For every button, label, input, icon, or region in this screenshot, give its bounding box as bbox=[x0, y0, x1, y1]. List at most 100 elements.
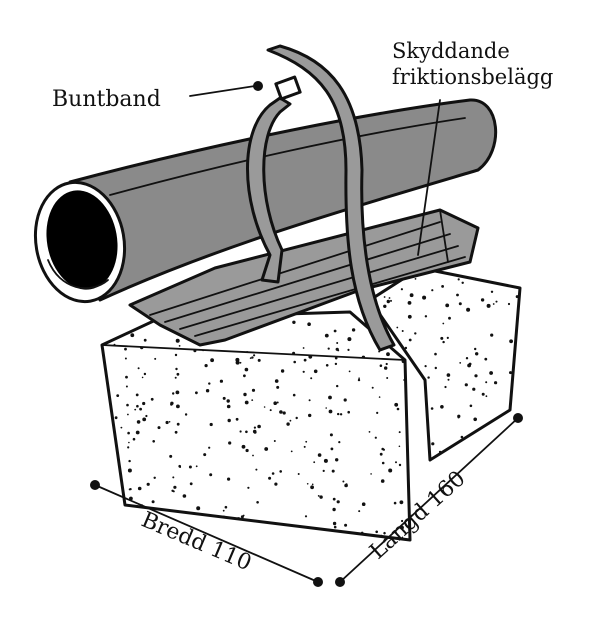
concrete-speckle bbox=[227, 418, 231, 423]
concrete-speckle bbox=[208, 446, 211, 449]
concrete-speckle bbox=[381, 461, 385, 465]
concrete-speckle bbox=[509, 339, 513, 344]
concrete-speckle bbox=[195, 465, 198, 468]
concrete-speckle bbox=[473, 269, 477, 273]
concrete-speckle bbox=[414, 278, 417, 280]
concrete-speckle bbox=[323, 458, 328, 463]
concrete-speckle bbox=[494, 454, 497, 457]
concrete-speckle bbox=[302, 347, 305, 349]
concrete-speckle bbox=[406, 377, 410, 380]
concrete-speckle bbox=[175, 338, 180, 343]
concrete-speckle bbox=[290, 450, 293, 453]
concrete-speckle bbox=[264, 447, 269, 451]
concrete-speckle bbox=[271, 472, 275, 475]
concrete-speckle bbox=[174, 430, 178, 434]
concrete-speckle bbox=[130, 333, 135, 338]
concrete-speckle bbox=[325, 364, 329, 367]
concrete-speckle bbox=[489, 371, 493, 375]
concrete-speckle bbox=[145, 414, 148, 418]
concrete-speckle bbox=[456, 293, 459, 297]
concrete-speckle bbox=[141, 376, 144, 379]
concrete-speckle bbox=[447, 378, 450, 381]
concrete-speckle bbox=[342, 480, 345, 483]
concrete-speckle bbox=[244, 529, 249, 533]
concrete-speckle bbox=[407, 314, 412, 319]
concrete-speckle bbox=[334, 362, 338, 366]
concrete-speckle bbox=[280, 369, 285, 373]
concrete-speckle bbox=[430, 407, 434, 410]
concrete-speckle bbox=[336, 342, 339, 344]
concrete-speckle bbox=[378, 286, 381, 289]
concrete-speckle bbox=[484, 357, 488, 361]
concrete-speckle bbox=[400, 288, 403, 291]
concrete-speckle bbox=[139, 407, 143, 411]
concrete-speckle bbox=[306, 483, 309, 485]
concrete-speckle bbox=[188, 465, 192, 469]
length-dimension bbox=[335, 413, 523, 587]
concrete-speckle bbox=[113, 343, 116, 346]
concrete-speckle bbox=[107, 449, 111, 452]
concrete-speckle bbox=[172, 476, 175, 479]
concrete-speckle bbox=[431, 442, 435, 446]
concrete-speckle bbox=[371, 386, 374, 389]
concrete-speckle bbox=[196, 506, 201, 511]
concrete-speckle bbox=[176, 422, 180, 426]
cable-tie-label: Buntband bbox=[52, 87, 161, 112]
concrete-speckle bbox=[121, 309, 124, 312]
cable-tie-leader bbox=[189, 85, 256, 97]
concrete-speckle bbox=[135, 393, 139, 397]
concrete-speckle bbox=[102, 338, 106, 343]
concrete-speckle bbox=[252, 454, 254, 457]
concrete-speckle bbox=[401, 359, 406, 364]
concrete-speckle bbox=[473, 417, 478, 422]
concrete-speckle bbox=[130, 312, 135, 316]
concrete-speckle bbox=[518, 392, 520, 396]
concrete-speckle bbox=[396, 407, 400, 411]
concrete-speckle bbox=[351, 328, 356, 332]
concrete-speckle bbox=[103, 500, 106, 502]
concrete-speckle bbox=[120, 426, 123, 429]
concrete-speckle bbox=[247, 486, 250, 489]
concrete-speckle bbox=[447, 455, 450, 458]
concrete-speckle bbox=[241, 533, 245, 538]
concrete-speckle bbox=[293, 360, 297, 364]
concrete-speckle bbox=[465, 357, 469, 360]
concrete-speckle bbox=[239, 361, 242, 364]
concrete-speckle bbox=[263, 406, 266, 408]
concrete-speckle bbox=[448, 316, 451, 320]
concrete-speckle bbox=[274, 482, 278, 486]
concrete-speckle bbox=[319, 537, 322, 539]
concrete-speckle bbox=[135, 430, 140, 435]
concrete-speckle bbox=[446, 336, 449, 339]
concrete-speckle bbox=[445, 303, 450, 308]
concrete-speckle bbox=[226, 399, 230, 403]
concrete-speckle bbox=[137, 486, 142, 491]
concrete-speckle bbox=[297, 473, 300, 475]
concrete-speckle bbox=[319, 495, 323, 499]
concrete-speckle bbox=[302, 370, 305, 373]
concrete-speckle bbox=[253, 426, 256, 429]
concrete-speckle bbox=[490, 333, 494, 337]
concrete-speckle bbox=[457, 416, 460, 419]
concrete-speckle bbox=[130, 516, 133, 519]
concrete-speckle bbox=[256, 501, 259, 504]
concrete-speckle bbox=[182, 494, 187, 498]
concrete-speckle bbox=[143, 372, 147, 376]
concrete-speckle bbox=[304, 515, 308, 518]
concrete-speckle bbox=[127, 413, 129, 416]
concrete-speckle bbox=[165, 420, 169, 425]
concrete-speckle bbox=[332, 507, 336, 512]
concrete-speckle bbox=[458, 302, 462, 306]
concrete-speckle bbox=[303, 358, 307, 362]
concrete-speckle bbox=[333, 525, 337, 529]
concrete-speckle bbox=[408, 338, 412, 342]
concrete-speckle bbox=[203, 453, 207, 457]
cable-tie-leader-dot bbox=[253, 81, 263, 91]
concrete-speckle bbox=[102, 425, 104, 429]
concrete-speckle bbox=[292, 351, 296, 355]
concrete-speckle bbox=[460, 435, 464, 439]
concrete-speckle bbox=[466, 307, 471, 312]
concrete-speckle bbox=[128, 441, 130, 444]
concrete-speckle bbox=[422, 295, 427, 300]
concrete-speckle bbox=[461, 281, 464, 284]
